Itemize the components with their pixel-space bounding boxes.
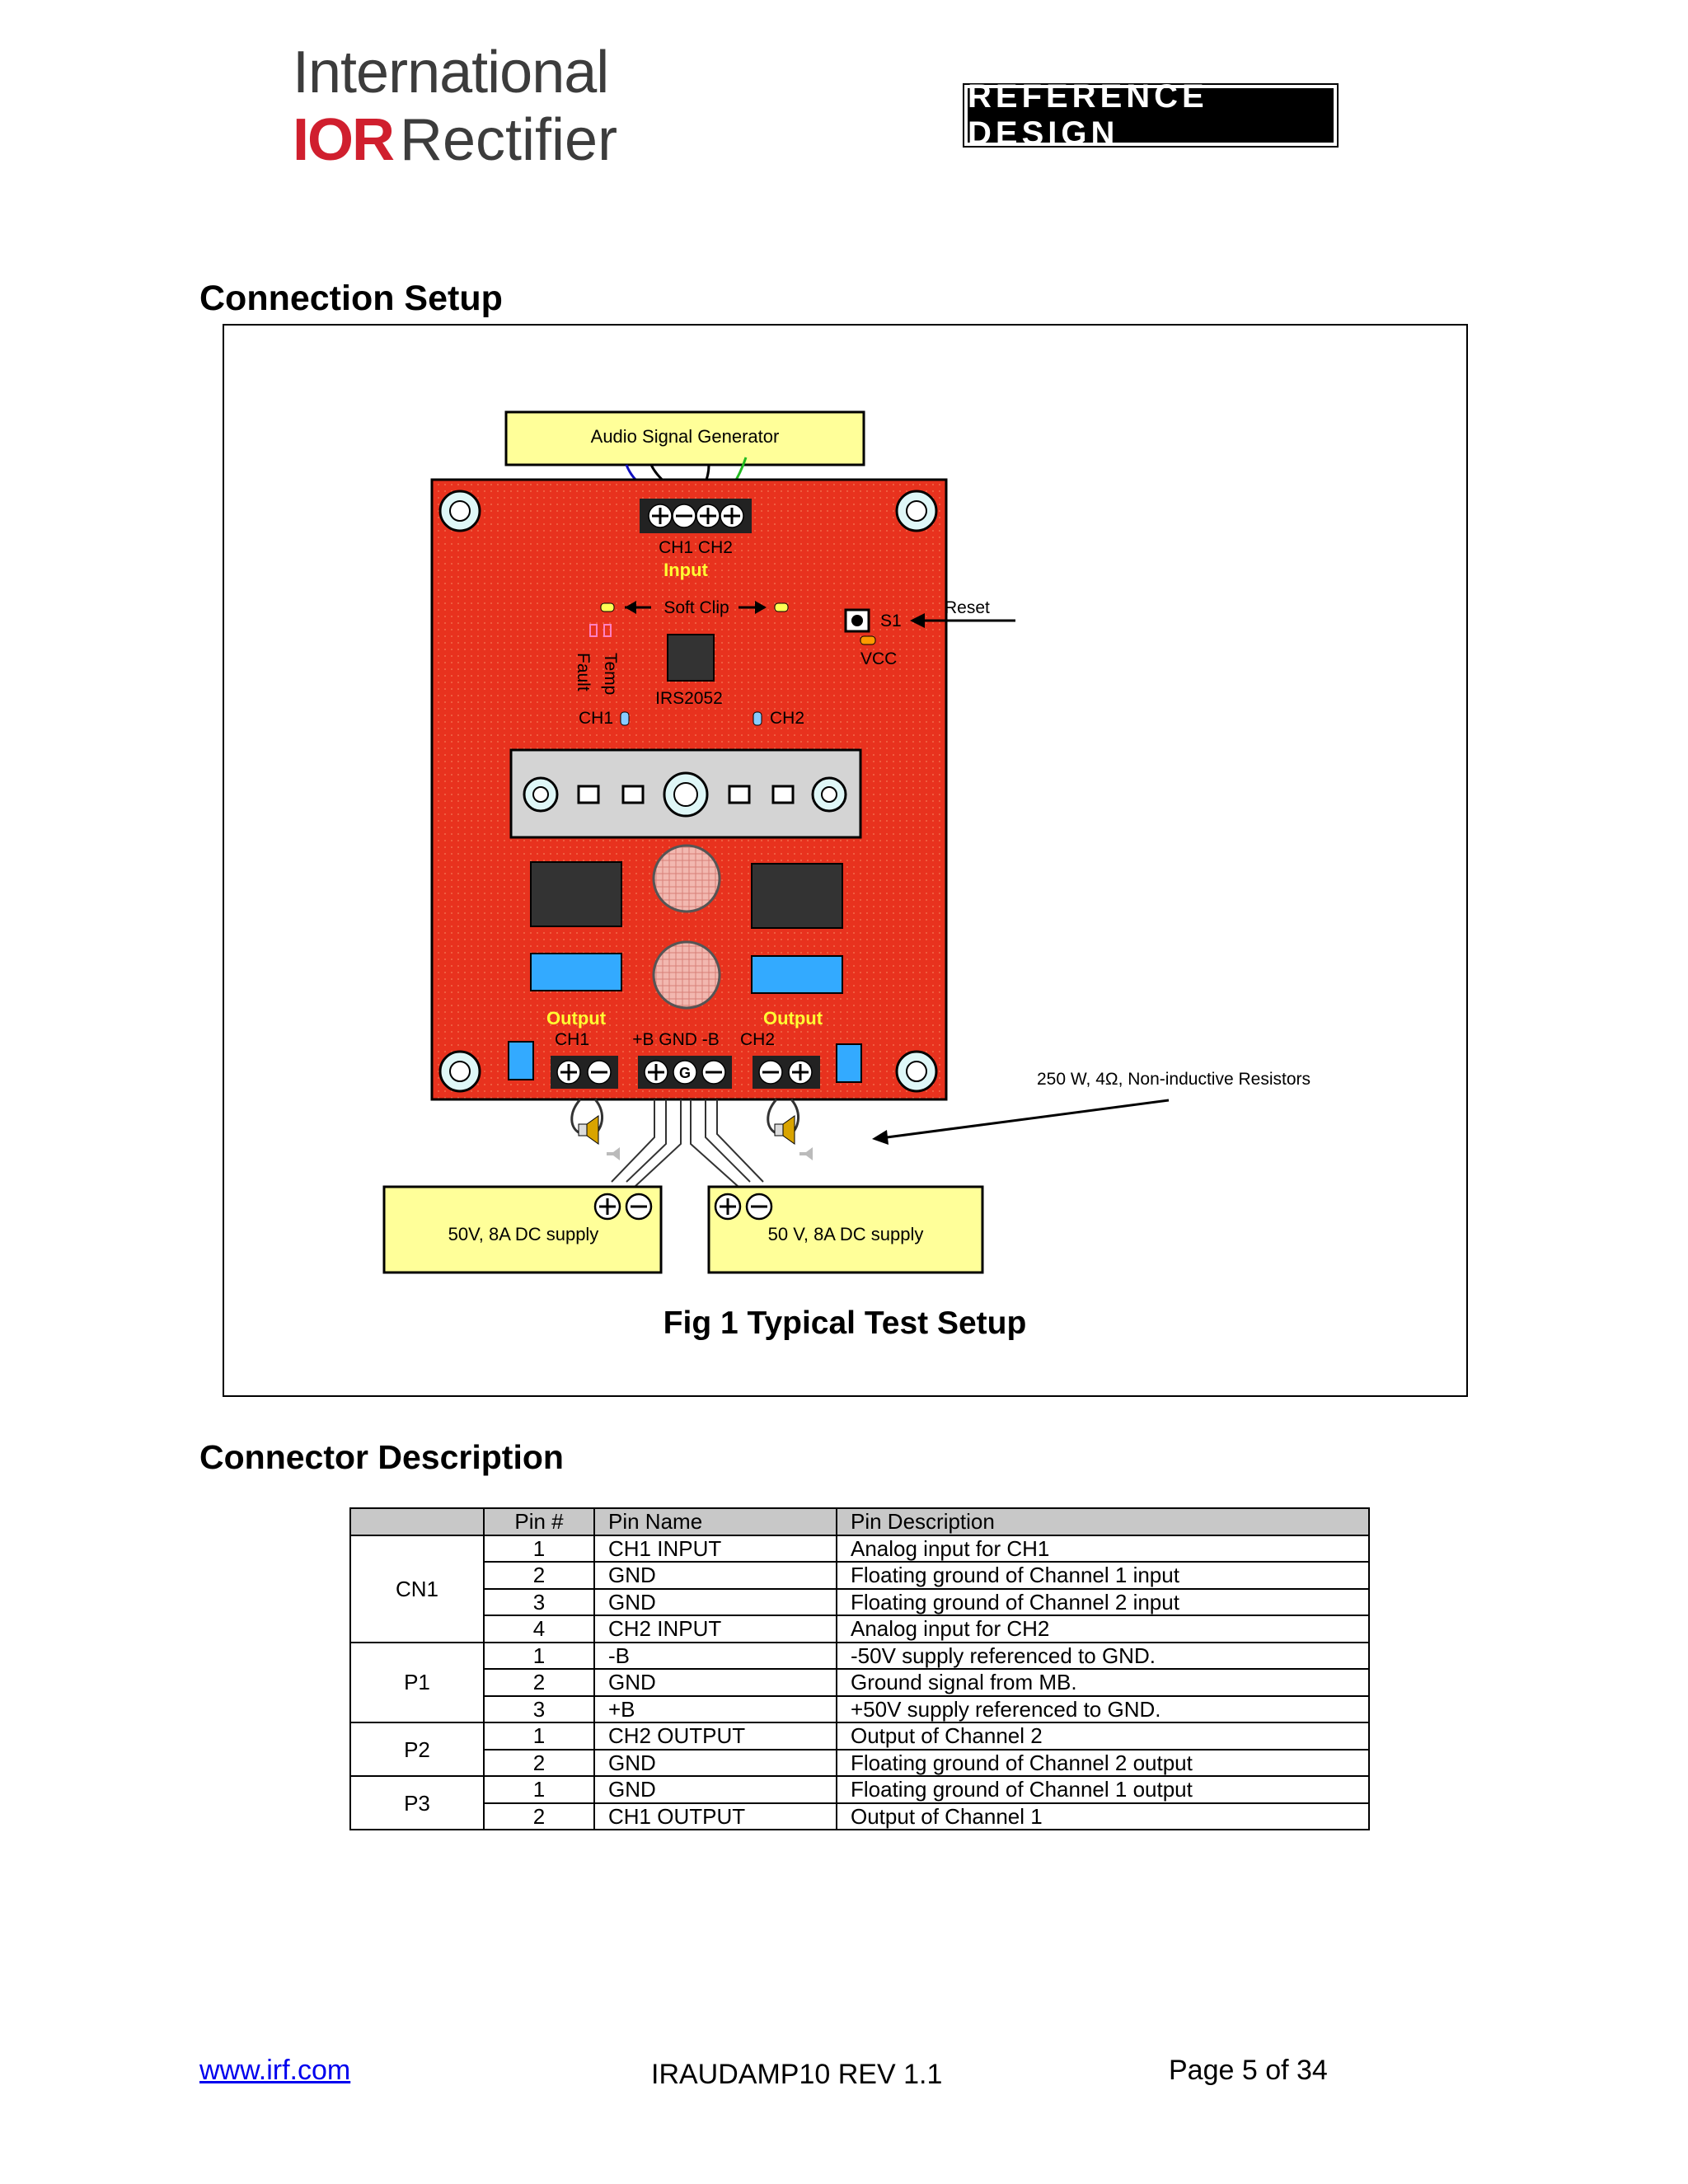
table-row: 3 +B +50V supply referenced to GND. bbox=[350, 1694, 1370, 1723]
speaker-icon-ch1 bbox=[570, 1099, 620, 1160]
input-channel-labels: CH1 CH2 bbox=[659, 538, 733, 557]
logo-line1: International bbox=[293, 40, 609, 105]
table-row: CN1 1 CH1 INPUT Analog input for CH1 bbox=[349, 1534, 1370, 1643]
pin-desc-cell: Floating ground of Channel 1 input bbox=[836, 1561, 1370, 1590]
audio-signal-generator-label: Audio Signal Generator bbox=[591, 426, 780, 447]
pin-name-cell: -B bbox=[593, 1641, 837, 1670]
table-row: P1 1 -B -50V supply referenced to GND. bbox=[349, 1641, 1370, 1723]
header-pin-description: Pin Description bbox=[836, 1507, 1370, 1536]
group-cell: CN1 bbox=[349, 1534, 485, 1643]
power-connector-label: +B GND -B bbox=[632, 1030, 720, 1049]
pin-desc-cell: Analog input for CH1 bbox=[836, 1534, 1370, 1563]
pin-cell: 1 bbox=[483, 1534, 595, 1563]
pin-cell: 3 bbox=[483, 1587, 595, 1616]
pin-name-cell: GND bbox=[593, 1748, 837, 1777]
output-ch2-label: CH2 bbox=[740, 1030, 775, 1049]
website-link[interactable]: www.irf.com bbox=[199, 2055, 351, 2086]
temp-label: Temp bbox=[601, 653, 620, 695]
s1-label: S1 bbox=[880, 612, 902, 630]
pin-desc-cell: Floating ground of Channel 2 input bbox=[836, 1587, 1370, 1616]
table-row: 3 GND Floating ground of Channel 2 input bbox=[350, 1587, 1370, 1616]
footer-link-wrap: www.irf.com bbox=[199, 2055, 350, 2087]
table-row: 2 GND Floating ground of Channel 2 outpu… bbox=[350, 1748, 1370, 1777]
pin-name-cell: GND bbox=[593, 1668, 837, 1697]
pin-name-cell: GND bbox=[593, 1775, 837, 1804]
pin-name-cell: CH2 INPUT bbox=[593, 1615, 837, 1643]
header-group bbox=[349, 1507, 485, 1536]
pin-name-cell: +B bbox=[593, 1694, 837, 1723]
pin-cell: 3 bbox=[483, 1694, 595, 1723]
resistor-note: 250 W, 4Ω, Non-inductive Resistors bbox=[1037, 1070, 1311, 1089]
header-pin: Pin # bbox=[483, 1507, 595, 1536]
document-id: IRAUDAMP10 REV 1.1 bbox=[651, 2059, 943, 2090]
pin-desc-cell: Analog input for CH2 bbox=[836, 1615, 1370, 1643]
table-row: P2 1 CH2 OUTPUT Output of Channel 2 bbox=[349, 1722, 1370, 1777]
section-heading-connection-setup: Connection Setup bbox=[199, 279, 503, 318]
irs2052-chip bbox=[667, 634, 715, 682]
pin-desc-cell: Output of Channel 1 bbox=[836, 1802, 1370, 1830]
pin-cell: 1 bbox=[483, 1722, 595, 1750]
table-row: 2 CH1 OUTPUT Output of Channel 1 bbox=[350, 1802, 1370, 1830]
reference-design-badge: REFERENCE DESIGN bbox=[963, 78, 1339, 152]
pin-desc-cell: Floating ground of Channel 2 output bbox=[836, 1748, 1370, 1777]
pin-name-cell: CH1 INPUT bbox=[593, 1534, 837, 1563]
group-cell: P1 bbox=[349, 1641, 485, 1723]
pin-cell: 2 bbox=[483, 1561, 595, 1590]
pin-desc-cell: Ground signal from MB. bbox=[836, 1668, 1370, 1697]
speaker-icon-ch2 bbox=[767, 1099, 813, 1160]
table-header-row: Pin # Pin Name Pin Description bbox=[349, 1507, 1370, 1536]
ch2-led-label: CH2 bbox=[770, 709, 804, 728]
pin-cell: 1 bbox=[483, 1775, 595, 1804]
input-label: Input bbox=[663, 560, 708, 580]
ic-label: IRS2052 bbox=[655, 689, 723, 708]
soft-clip-label: Soft Clip bbox=[663, 598, 729, 617]
dc-supply-right-label: 50 V, 8A DC supply bbox=[768, 1224, 924, 1244]
pin-desc-cell: -50V supply referenced to GND. bbox=[836, 1641, 1370, 1670]
pin-desc-cell: Floating ground of Channel 1 output bbox=[836, 1775, 1370, 1804]
pin-cell: 1 bbox=[483, 1641, 595, 1670]
connector-table: Pin # Pin Name Pin Description CN1 1 CH1… bbox=[349, 1507, 1370, 1830]
dc-supply-left-label: 50V, 8A DC supply bbox=[448, 1224, 599, 1244]
logo-line2: Rectifier bbox=[400, 107, 618, 173]
ior-logo-mark: IOR bbox=[293, 107, 395, 173]
figure-caption: Fig 1 Typical Test Setup bbox=[663, 1305, 1027, 1341]
output-ch1-label: CH1 bbox=[555, 1030, 589, 1049]
output-label-right: Output bbox=[763, 1008, 823, 1029]
pin-name-cell: GND bbox=[593, 1587, 837, 1616]
pin-cell: 2 bbox=[483, 1668, 595, 1697]
group-cell: P3 bbox=[349, 1775, 485, 1830]
pin-name-cell: CH1 OUTPUT bbox=[593, 1802, 837, 1830]
section-heading-connector-description: Connector Description bbox=[199, 1438, 564, 1476]
pin-name-cell: CH2 OUTPUT bbox=[593, 1722, 837, 1750]
pin-cell: 2 bbox=[483, 1748, 595, 1777]
page-number: Page 5 of 34 bbox=[1169, 2055, 1328, 2086]
fault-label: Fault bbox=[574, 653, 593, 691]
header-pin-name: Pin Name bbox=[593, 1507, 837, 1536]
table-row: 2 GND Floating ground of Channel 1 input bbox=[350, 1561, 1370, 1590]
pin-cell: 4 bbox=[483, 1615, 595, 1643]
table-row: 2 GND Ground signal from MB. bbox=[350, 1668, 1370, 1697]
audio-signal-generator-box bbox=[504, 410, 865, 466]
output-label-left: Output bbox=[546, 1008, 607, 1029]
pin-desc-cell: Output of Channel 2 bbox=[836, 1722, 1370, 1750]
vcc-label: VCC bbox=[860, 649, 897, 668]
reset-label: Reset bbox=[945, 598, 990, 617]
pin-desc-cell: +50V supply referenced to GND. bbox=[836, 1694, 1370, 1723]
table-row: P3 1 GND Floating ground of Channel 1 ou… bbox=[349, 1775, 1370, 1830]
ch1-led-label: CH1 bbox=[579, 709, 613, 728]
pin-cell: 2 bbox=[483, 1802, 595, 1830]
table-row: 4 CH2 INPUT Analog input for CH2 bbox=[350, 1615, 1370, 1643]
group-cell: P2 bbox=[349, 1722, 485, 1777]
pin-name-cell: GND bbox=[593, 1561, 837, 1590]
gnd-symbol: G bbox=[679, 1065, 691, 1081]
figure-frame bbox=[223, 324, 1468, 1397]
